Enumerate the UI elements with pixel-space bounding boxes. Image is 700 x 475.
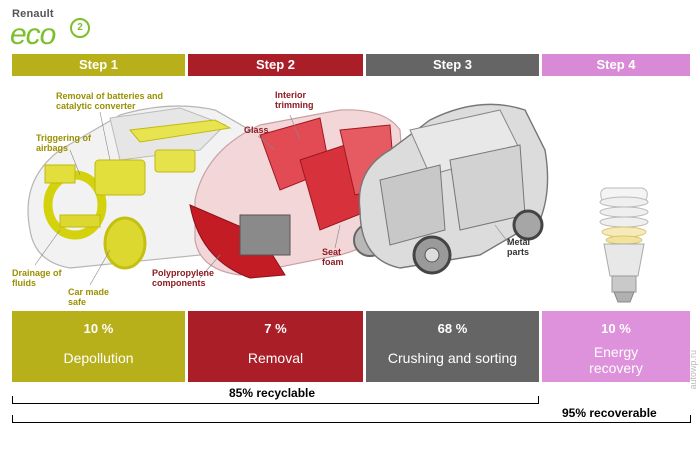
car-removal-illustration (189, 109, 406, 279)
logo-superscript: 2 (70, 18, 90, 38)
watermark-text: autowp.ru (688, 350, 698, 390)
label-interior: Interior trimming (275, 90, 314, 110)
stage-removal-percent: 7 % (264, 321, 287, 336)
recoverable-bracket-right-tick (690, 415, 691, 423)
step-4-header: Step 4 (542, 54, 690, 76)
stage-crushing-percent: 68 % (437, 321, 468, 336)
label-airbags: Triggering of airbags (36, 133, 91, 153)
recyclable-bracket-line (12, 403, 539, 404)
annotation-leader-lines (34, 111, 511, 286)
energy-saving-bulb-illustration (599, 187, 649, 303)
stage-energy-name: Energy recovery (589, 344, 643, 376)
label-batteries: Removal of batteries and catalytic conve… (56, 91, 164, 111)
logo-eco: eco (10, 18, 56, 51)
stage-depollution-name: Depollution (63, 350, 134, 366)
label-safe: Car made safe (68, 287, 110, 307)
stage-crushing-name: Crushing and sorting (387, 350, 518, 366)
car-crushing-illustration (358, 103, 549, 275)
stage-energy-recovery: 10 % Energy recovery (542, 311, 690, 382)
recyclable-bracket-right-tick (538, 396, 539, 404)
step-2-header: Step 2 (188, 54, 363, 76)
stage-removal-name: Removal (247, 350, 304, 366)
logo-brand: Renault (12, 8, 54, 20)
label-glass: Glass (244, 125, 269, 135)
recoverable-bracket-line (12, 422, 691, 423)
label-fluids: Drainage of fluids (12, 268, 62, 288)
stage-crushing: 68 % Crushing and sorting (366, 311, 539, 382)
recoverable-total: 95% recoverable (562, 406, 657, 420)
label-seat-foam: Seat foam (322, 247, 344, 267)
stage-removal: 7 % Removal (188, 311, 363, 382)
recyclable-bracket-left-tick (12, 396, 13, 404)
stage-depollution: 10 % Depollution (12, 311, 185, 382)
step-1-header: Step 1 (12, 54, 185, 76)
stage-energy-percent: 10 % (601, 321, 631, 336)
label-polypropylene: Polypropylene components (152, 268, 215, 288)
stage-depollution-percent: 10 % (83, 321, 114, 336)
recoverable-bracket-left-tick (12, 415, 13, 423)
label-metal-parts: Metal parts (507, 237, 531, 257)
recyclable-total: 85% recyclable (229, 386, 316, 400)
step-3-header: Step 3 (366, 54, 539, 76)
